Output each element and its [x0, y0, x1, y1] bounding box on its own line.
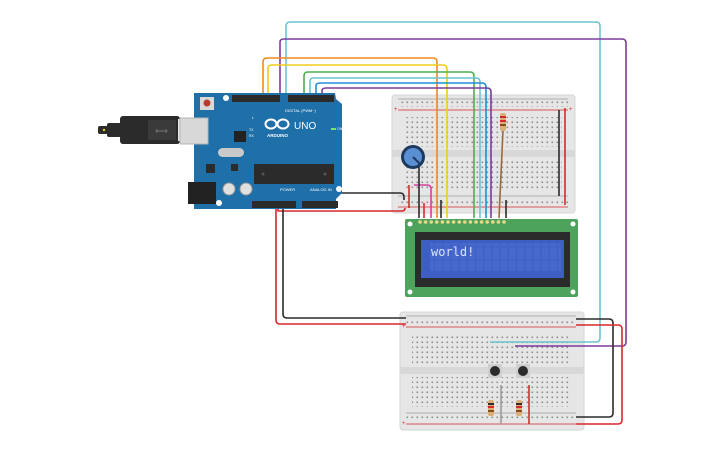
lcd-text: world! — [431, 245, 474, 259]
lcd-pin-db1[interactable] — [457, 220, 462, 224]
wire-black-gnd-bottom[interactable] — [282, 205, 406, 319]
resistor-bottom-1[interactable] — [488, 400, 494, 416]
lcd-pin-db0[interactable] — [451, 220, 456, 224]
rail-plus-label: + — [569, 107, 573, 113]
lcd-pin-db7[interactable] — [491, 220, 495, 224]
wires — [262, 21, 627, 425]
l-led-label: L — [252, 116, 254, 120]
wire-black-rail-loop[interactable] — [576, 318, 614, 418]
arduino-model-label: UNO — [294, 121, 316, 132]
wire-green[interactable] — [303, 71, 475, 218]
wire-teal[interactable] — [309, 77, 481, 218]
resistor-bottom-2[interactable] — [516, 400, 522, 416]
lcd-pin-e[interactable] — [446, 220, 450, 224]
lcd-pin-rs[interactable] — [435, 220, 439, 224]
wire-teal-long[interactable] — [285, 21, 601, 343]
wire-red-rail-loop[interactable] — [576, 324, 623, 425]
arduino-brand-label: ARDUINO — [267, 133, 288, 138]
lcd-pin-header — [418, 220, 506, 224]
lcd-pin-db3[interactable] — [468, 220, 473, 224]
tx-led-label: TX — [249, 128, 254, 132]
resistor-top[interactable] — [500, 113, 506, 131]
rail-plus-label: + — [402, 421, 406, 427]
wire-purple-long[interactable] — [279, 38, 627, 347]
rx-led-label: RX — [249, 134, 255, 138]
analog-header-label: ANALOG IN — [310, 187, 332, 192]
potentiometer-knob-icon[interactable] — [401, 145, 425, 169]
lcd-pin-led[interactable] — [496, 220, 501, 224]
on-led-label: ON — [337, 127, 343, 131]
wire-yellow[interactable] — [267, 64, 448, 218]
lcd-pin-gnd[interactable] — [418, 220, 422, 224]
wire-magenta[interactable] — [414, 184, 432, 218]
lcd-pin-led[interactable] — [502, 220, 506, 224]
lcd-pin-v0[interactable] — [429, 220, 434, 224]
pushbutton-1[interactable] — [488, 364, 502, 378]
rail-plus-label: + — [394, 107, 398, 113]
lcd-module[interactable]: world! — [405, 219, 578, 297]
lcd-pin-db5[interactable] — [479, 220, 484, 224]
lcd-pin-vcc[interactable] — [423, 220, 428, 224]
rail-plus-label: + — [402, 324, 406, 330]
wire-orange[interactable] — [262, 57, 438, 218]
on-led — [331, 128, 336, 130]
lcd-pin-db2[interactable] — [463, 220, 467, 224]
digital-header-label: DIGITAL (PWM~) — [285, 108, 317, 113]
arduino-logo-icon — [264, 118, 290, 130]
lcd-pin-db4[interactable] — [474, 220, 478, 224]
lcd-pin-rw[interactable] — [440, 220, 445, 224]
lcd-pin-db6[interactable] — [485, 220, 490, 224]
usb-symbol-icon: ⟷ — [155, 126, 168, 136]
wire-blue[interactable] — [315, 82, 487, 218]
pushbutton-2[interactable] — [516, 364, 530, 378]
arduino-uno[interactable]: ARDUINO UNO DIGITAL (PWM~) POWER ANALOG … — [179, 93, 343, 209]
wire-brown[interactable] — [498, 129, 504, 219]
wire-red-5v-bottom[interactable] — [275, 205, 406, 325]
wire-purple[interactable] — [321, 87, 492, 218]
wire-red-5v-top[interactable] — [277, 205, 406, 212]
power-header-label: POWER — [280, 187, 295, 192]
